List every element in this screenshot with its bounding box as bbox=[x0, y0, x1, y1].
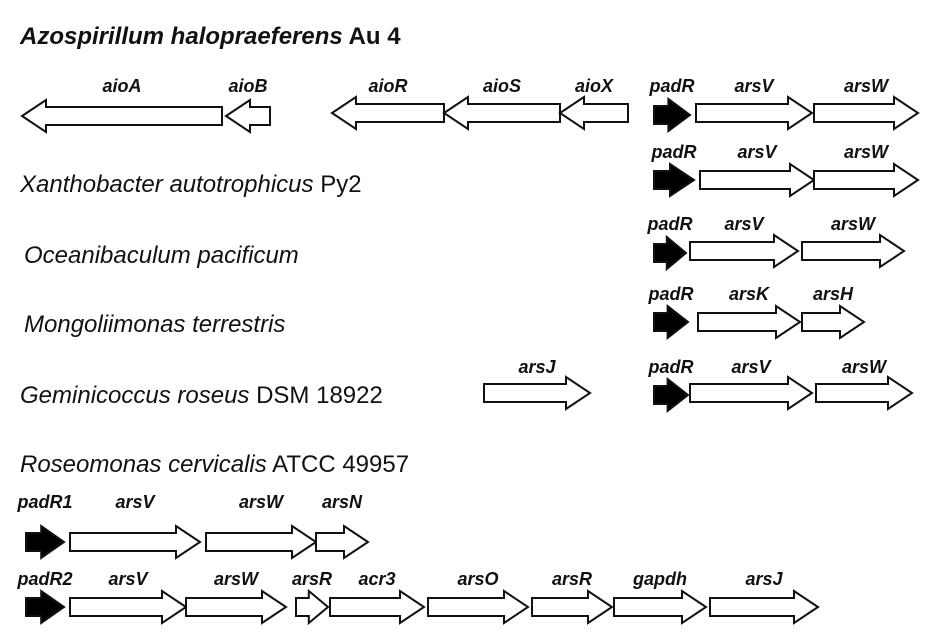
organism-label: Xanthobacter autotrophicus Py2 bbox=[19, 171, 362, 198]
organism-species: Azospirillum halopraeferens bbox=[19, 23, 343, 50]
gene-arrow-arsR bbox=[295, 588, 330, 626]
organism-label: Oceanibaculum pacificum bbox=[24, 242, 299, 269]
gene-cluster: padR arsK arsH bbox=[648, 284, 866, 341]
gene-arrow-padR bbox=[653, 376, 690, 414]
gene-arrow-aioR bbox=[330, 95, 445, 131]
organism-strain: DSM 18922 bbox=[249, 382, 382, 409]
gene-label-padR1: padR1 bbox=[16, 492, 72, 512]
gene-label-arsW: arsW bbox=[831, 214, 877, 234]
organism-label: Azospirillum halopraeferens Au 4 bbox=[19, 23, 401, 50]
gene-arrow-gapdh bbox=[613, 589, 708, 625]
gene-arrow-aioS bbox=[442, 95, 561, 131]
gene-cluster: padR1 arsV arsW arsN bbox=[16, 492, 370, 560]
gene-arrow-padR bbox=[653, 234, 688, 272]
gene-label-arsV: arsV bbox=[737, 142, 778, 162]
gene-arrow-arsV bbox=[695, 95, 814, 131]
organism-label: Roseomonas cervicalis ATCC 49957 bbox=[20, 451, 409, 478]
gene-cluster: padR arsV arsW bbox=[647, 214, 906, 272]
gene-label-arsV: arsV bbox=[734, 76, 775, 96]
gene-label-arsW: arsW bbox=[844, 76, 890, 96]
gene-label-padR: padR bbox=[647, 214, 693, 234]
gene-label-arsJ: arsJ bbox=[745, 569, 783, 589]
gene-label-aioS: aioS bbox=[483, 76, 521, 96]
gene-label-arsH: arsH bbox=[813, 284, 854, 304]
gene-label-padR: padR bbox=[648, 284, 694, 304]
organism-species: Mongoliimonas terrestris bbox=[24, 311, 285, 338]
gene-label-gapdh: gapdh bbox=[632, 569, 687, 589]
gene-label-arsO: arsO bbox=[457, 569, 498, 589]
gene-label-arsW: arsW bbox=[844, 142, 890, 162]
gene-arrow-arsW bbox=[185, 589, 288, 625]
organism-labels: Azospirillum halopraeferens Au 4 Xanthoba… bbox=[19, 23, 409, 478]
gene-arrow-arsW bbox=[815, 375, 914, 411]
gene-arrow-aioA bbox=[20, 98, 223, 134]
gene-arrow-arsJ bbox=[709, 589, 820, 625]
organism-label: Mongoliimonas terrestris bbox=[24, 311, 285, 338]
gene-arrow-arsK bbox=[697, 304, 802, 340]
gene-arrow-arsV bbox=[689, 375, 814, 411]
gene-arrow-arsO bbox=[427, 589, 530, 625]
gene-cluster: arsJ padR arsV arsW bbox=[483, 357, 914, 414]
gene-label-aioB: aioB bbox=[228, 76, 267, 96]
gene-label-arsW: arsW bbox=[239, 492, 285, 512]
gene-label-padR2: padR2 bbox=[16, 569, 72, 589]
gene-cluster: aioA aioB aioR aioS aioX padR arsV arsW bbox=[20, 76, 920, 134]
gene-arrow-arsW bbox=[813, 162, 920, 198]
gene-arrow-arsN bbox=[315, 524, 370, 560]
gene-label-padR: padR bbox=[651, 142, 697, 162]
gene-arrow-arsW bbox=[813, 95, 920, 131]
organism-strain: ATCC 49957 bbox=[267, 451, 409, 478]
gene-label-aioA: aioA bbox=[102, 76, 141, 96]
gene-label-arsR: arsR bbox=[552, 569, 592, 589]
organism-species: Roseomonas cervicalis bbox=[20, 451, 267, 478]
gene-arrow-aioX bbox=[558, 95, 629, 131]
organism-strain: Au 4 bbox=[343, 23, 401, 50]
gene-label-arsV: arsV bbox=[731, 357, 772, 377]
gene-arrow-arsW bbox=[205, 524, 318, 560]
gene-arrow-acr3 bbox=[329, 589, 426, 625]
gene-cluster: padR2 arsV arsW arsR acr3 arsO arsR gapdh arsJ bbox=[16, 569, 820, 626]
gene-label-arsR: arsR bbox=[292, 569, 332, 589]
gene-label-arsV: arsV bbox=[724, 214, 765, 234]
gene-label-arsW: arsW bbox=[842, 357, 888, 377]
gene-label-arsJ: arsJ bbox=[518, 357, 556, 377]
organism-label: Geminicoccus roseus DSM 18922 bbox=[20, 382, 383, 409]
gene-label-arsN: arsN bbox=[322, 492, 363, 512]
gene-cluster: padR arsV arsW bbox=[651, 142, 920, 198]
gene-label-arsW: arsW bbox=[214, 569, 260, 589]
organism-species: Geminicoccus roseus bbox=[20, 382, 249, 409]
gene-arrow-padR2 bbox=[25, 589, 66, 625]
gene-label-arsK: arsK bbox=[729, 284, 771, 304]
gene-arrow-arsV bbox=[69, 589, 188, 625]
gene-arrow-padR bbox=[653, 97, 692, 133]
organism-species: Xanthobacter autotrophicus bbox=[19, 171, 314, 198]
gene-label-padR: padR bbox=[648, 357, 694, 377]
gene-label-aioX: aioX bbox=[575, 76, 614, 96]
gene-arrow-padR1 bbox=[25, 524, 66, 560]
gene-arrow-arsJ bbox=[483, 375, 592, 411]
gene-label-aioR: aioR bbox=[368, 76, 407, 96]
gene-label-acr3: acr3 bbox=[358, 569, 395, 589]
gene-arrow-aioB bbox=[224, 98, 271, 134]
organism-species: Oceanibaculum pacificum bbox=[24, 242, 299, 269]
gene-arrow-padR bbox=[653, 162, 696, 198]
gene-arrow-arsH bbox=[801, 304, 866, 340]
gene-arrow-arsV bbox=[689, 233, 800, 269]
gene-arrow-padR bbox=[653, 303, 690, 341]
gene-arrow-arsV bbox=[69, 524, 202, 560]
gene-label-arsV: arsV bbox=[108, 569, 149, 589]
gene-arrow-arsW bbox=[801, 233, 906, 269]
gene-arrow-arsV bbox=[699, 162, 816, 198]
gene-label-padR: padR bbox=[649, 76, 695, 96]
organism-strain: Py2 bbox=[314, 171, 362, 198]
gene-arrows: aioA aioB aioR aioS aioX padR arsV arsW padR arsV… bbox=[16, 76, 920, 626]
gene-label-arsV: arsV bbox=[115, 492, 156, 512]
gene-arrow-arsR bbox=[531, 589, 614, 625]
